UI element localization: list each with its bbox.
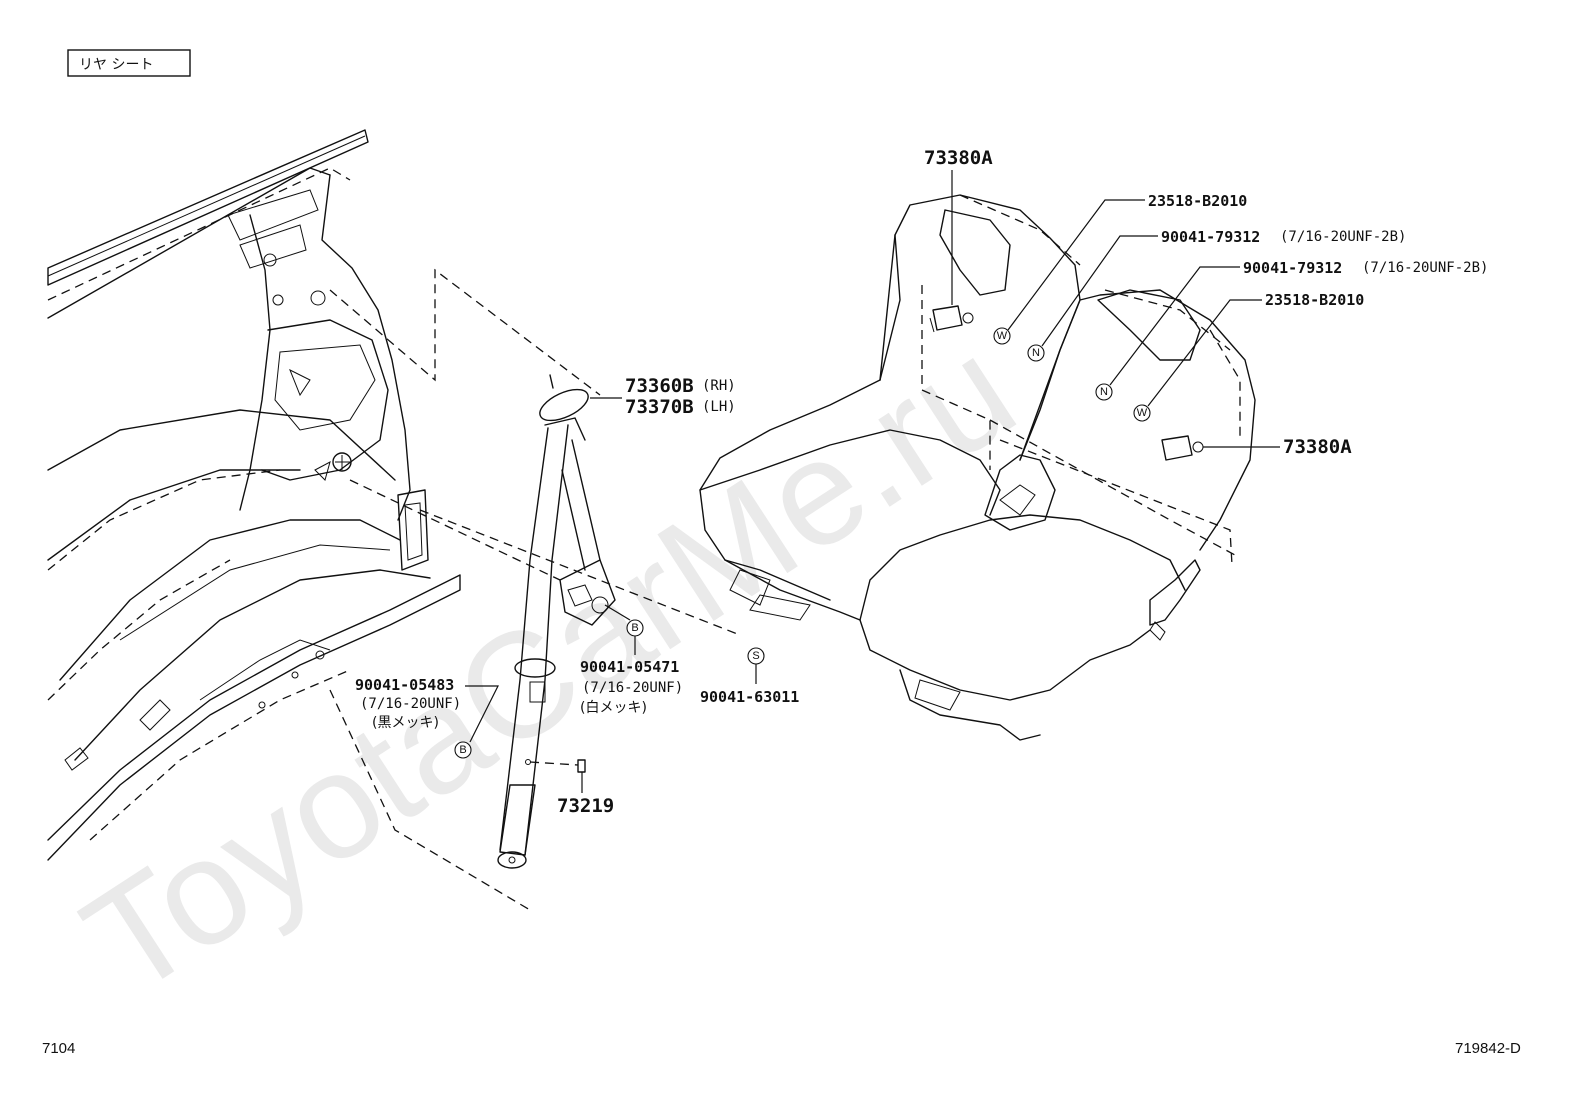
page-number: 7104 bbox=[42, 1040, 75, 1057]
part-90041-05471-finish: (白メッキ) bbox=[580, 700, 647, 716]
part-73360b: 73360B bbox=[625, 375, 694, 397]
bolt-black-label: B 90041-05483 (7/16-20UNF) (黒メッキ) bbox=[355, 676, 499, 759]
watermark: ToyotaCarMe.ru bbox=[56, 305, 1042, 1027]
body-quarter-panel bbox=[47, 129, 461, 861]
nut-mark-1: N bbox=[1032, 347, 1040, 359]
spacer-label: S 90041-63011 bbox=[700, 647, 799, 706]
part-23518-b2010-2: 23518-B2010 bbox=[1265, 291, 1364, 309]
bolt-white-label: B 90041-05471 (7/16-20UNF) (白メッキ) bbox=[580, 604, 683, 716]
part-73380a-left: 73380A bbox=[924, 147, 993, 169]
section-label: リヤ シート bbox=[79, 57, 153, 73]
part-90041-79312-2-spec: (7/16-20UNF-2B) bbox=[1362, 260, 1488, 276]
bolt-mark: B bbox=[459, 744, 466, 756]
seat-belt-assembly bbox=[497, 374, 616, 869]
fastener-labels: W N N W 23518-B2010 90041-79312 (7/16-20… bbox=[993, 192, 1488, 422]
part-73219: 73219 bbox=[557, 795, 614, 817]
part-73370b-side: (LH) bbox=[702, 399, 736, 415]
part-73380a-right: 73380A bbox=[1283, 436, 1352, 458]
section-header: リヤ シート bbox=[67, 49, 191, 77]
part-90041-79312-1-spec: (7/16-20UNF-2B) bbox=[1280, 229, 1406, 245]
buckle-left: 73380A bbox=[924, 147, 993, 333]
retractor-label: 73360B (RH) 73370B (LH) bbox=[590, 375, 736, 418]
part-90041-79312-1: 90041-79312 bbox=[1161, 228, 1260, 246]
part-90041-05471: 90041-05471 bbox=[580, 658, 679, 676]
mounting-projection-lines bbox=[329, 268, 741, 911]
part-73370b: 73370B bbox=[625, 396, 694, 418]
part-90041-79312-2: 90041-79312 bbox=[1243, 259, 1342, 277]
spacer-mark: S bbox=[752, 650, 759, 662]
part-73360b-side: (RH) bbox=[702, 378, 736, 394]
cover-label: 73219 bbox=[557, 772, 614, 817]
buckle-right: 73380A bbox=[1161, 435, 1352, 461]
part-90041-63011: 90041-63011 bbox=[700, 688, 799, 706]
bolt-mark-2: B bbox=[631, 622, 638, 634]
part-90041-05483: 90041-05483 bbox=[355, 676, 454, 694]
washer-mark-1: W bbox=[997, 330, 1008, 342]
nut-mark-2: N bbox=[1100, 386, 1108, 398]
part-90041-05483-finish: (黒メッキ) bbox=[372, 715, 439, 731]
part-90041-05483-thread: (7/16-20UNF) bbox=[360, 696, 461, 712]
rear-seat bbox=[699, 194, 1256, 741]
illustration-code: 719842-D bbox=[1455, 1040, 1521, 1057]
part-90041-05471-thread: (7/16-20UNF) bbox=[582, 680, 683, 696]
part-23518-b2010-1: 23518-B2010 bbox=[1148, 192, 1247, 210]
washer-mark-2: W bbox=[1137, 407, 1148, 419]
